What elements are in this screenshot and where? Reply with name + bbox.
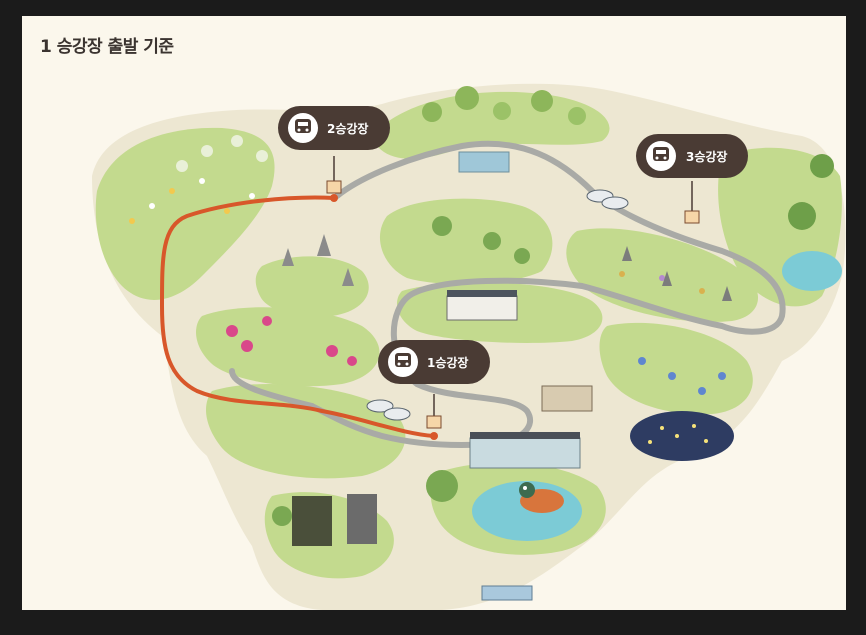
- right-pond: [782, 251, 842, 291]
- train-car-lower: [366, 399, 411, 421]
- station-label-3: 3승강장: [686, 150, 727, 164]
- night-pond: [630, 411, 734, 461]
- railway-branch: [229, 368, 315, 409]
- station-pin-2[interactable]: 2승강장: [278, 106, 390, 150]
- station-label-2: 2승강장: [327, 122, 368, 136]
- station-marker-3: [684, 181, 700, 224]
- flowers: [129, 178, 726, 395]
- map-canvas: 2승강장 3승강장 1승강장: [92, 83, 846, 610]
- bonsai-garden: [379, 198, 553, 285]
- hydrangea-garden: [599, 322, 753, 415]
- left-meadow: [95, 127, 275, 300]
- route-line: [159, 195, 436, 438]
- rocks: [282, 234, 732, 301]
- rose-garden: [255, 256, 369, 317]
- trees: [176, 86, 834, 526]
- station-marker-1: [426, 394, 442, 440]
- station-pin-3[interactable]: 3승강장: [636, 134, 748, 178]
- station-pin-1[interactable]: 1승강장: [378, 340, 490, 384]
- garden-map: 2승강장 3승강장 1승강장: [22, 16, 846, 610]
- buildings: [292, 151, 593, 601]
- azalea-garden: [196, 307, 380, 387]
- mandarin-duck: [519, 482, 564, 513]
- station-marker-2: [326, 156, 342, 202]
- stone-garden: [206, 383, 406, 479]
- train-car-upper: [586, 189, 629, 210]
- map-title: 1 승강장 출발 기준: [40, 37, 174, 57]
- station-label-1: 1승강장: [427, 356, 468, 370]
